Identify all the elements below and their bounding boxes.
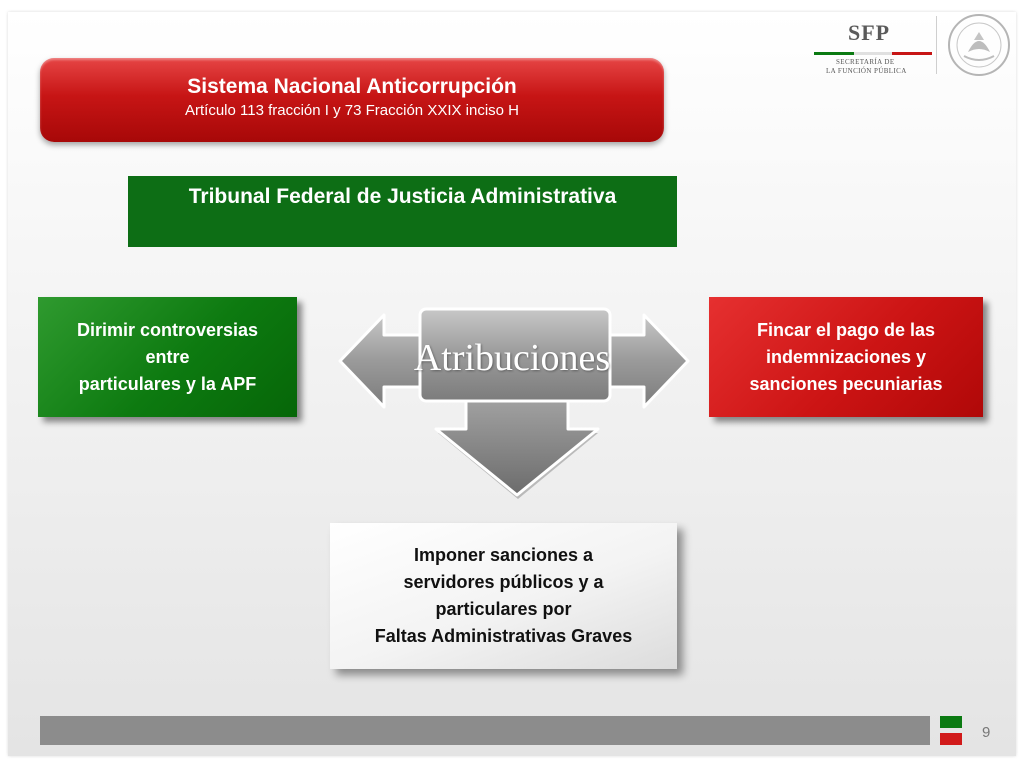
tribunal-label: Tribunal Federal de Justicia Administrat… bbox=[188, 185, 617, 208]
national-seal-icon bbox=[948, 14, 1010, 76]
sfp-logo: SFP SECRETARÍA DE LA FUNCIÓN PÚBLICA bbox=[814, 20, 932, 76]
tribunal-box: Tribunal Federal de Justicia Administrat… bbox=[128, 176, 677, 247]
attribute-box-controversias: Dirimir controversias entre particulares… bbox=[38, 297, 297, 417]
logo-white-stripe bbox=[854, 52, 892, 55]
sfp-logo-text: SFP bbox=[848, 20, 891, 45]
attributions-label: Atribuciones bbox=[413, 337, 611, 379]
footer-bar bbox=[40, 716, 930, 745]
logo-subtitle-line2: LA FUNCIÓN PÚBLICA bbox=[826, 67, 907, 75]
logo-divider bbox=[936, 16, 937, 74]
page-number: 9 bbox=[982, 724, 991, 741]
logo-green-stripe bbox=[814, 52, 854, 55]
logo-subtitle-line1: SECRETARÍA DE bbox=[836, 58, 895, 66]
footer-green-block bbox=[940, 716, 962, 728]
title-banner: Sistema Nacional Anticorrupción Artículo… bbox=[40, 58, 664, 142]
banner-subtitle: Artículo 113 fracción I y 73 Fracción XX… bbox=[184, 102, 520, 119]
footer-red-block bbox=[940, 733, 962, 745]
attribute-box-sanciones: Imponer sanciones a servidores públicos … bbox=[330, 523, 677, 669]
arrow-down bbox=[434, 385, 600, 497]
attribute-box-indemnizaciones: Fincar el pago de las indemnizaciones y … bbox=[709, 297, 983, 417]
logo-red-stripe bbox=[892, 52, 932, 55]
banner-title: Sistema Nacional Anticorrupción bbox=[187, 75, 517, 98]
attributions-arrows bbox=[338, 307, 690, 499]
